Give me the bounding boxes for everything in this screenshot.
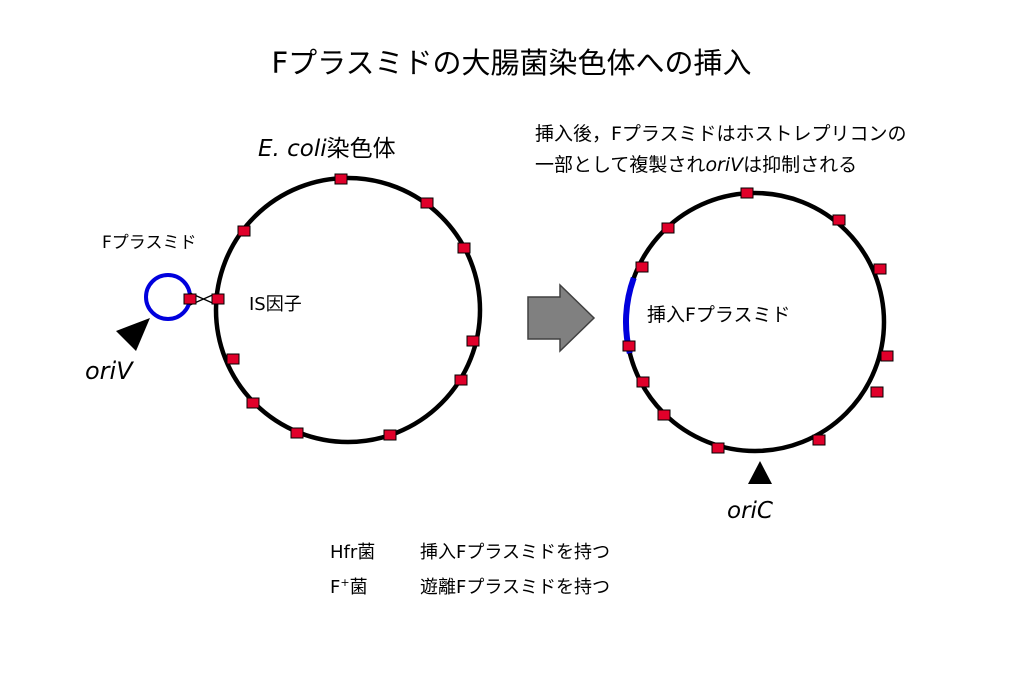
page-title: Fプラスミドの大腸菌染色体への挿入 [271,46,752,80]
is-element-marker [334,173,348,185]
is-element-markers-right [622,187,894,454]
is-element-marker [454,374,468,386]
insertion-note-line2-after: は抑制される [743,154,858,176]
oriV-pointer-icon [116,318,150,351]
is-element-label: IS因子 [249,294,302,315]
is-element-marker [383,429,397,441]
legend-fplus-suffix: 菌 [349,577,368,598]
is-element-marker [740,187,754,199]
is-element-marker [812,434,826,446]
is-element-marker [226,353,240,365]
legend-hfr-desc: 挿入Fプラスミドを持つ [420,542,610,563]
insertion-note-oriV: oriV [705,154,744,176]
is-element-marker [420,197,434,209]
chromosome-label: E. coli染色体 [258,129,396,163]
is-element-marker [457,242,471,254]
is-element-marker [711,442,725,454]
is-element-marker [832,214,846,226]
is-element-marker [466,335,480,347]
is-element-marker [211,293,225,305]
legend-fplus-sup: + [340,576,350,589]
is-element-marker [636,376,650,388]
transition-arrow-icon [527,283,596,353]
oriC-pointer-icon [748,461,772,484]
is-element-marker [657,409,671,421]
legend-hfr-name: Hfr菌 [330,542,376,563]
is-element-markers-left [183,173,480,441]
oriC-label: oriC [727,498,773,524]
legend-fplus-desc: 遊離Fプラスミドを持つ [420,577,610,598]
chromosome-circle-left [213,175,483,445]
insertion-note-line2-before: 一部として複製され [535,154,706,176]
f-plasmid-circle [144,273,192,321]
is-element-marker [622,340,636,352]
legend-fplus-name: F+菌 [330,573,368,599]
is-element-marker [237,225,251,237]
plasmid-is-marker [183,293,197,305]
is-element-marker [870,386,884,398]
is-element-marker [880,350,894,362]
is-element-marker [635,261,649,273]
f-plasmid-label: Fプラスミド [102,233,197,253]
chromosome-label-text: 染色体 [326,136,396,162]
insertion-note-line1: 挿入後，Fプラスミドはホストレプリコンの [535,123,907,145]
is-element-marker [873,263,887,275]
is-element-marker [290,427,304,439]
is-element-marker [661,222,675,234]
chromosome-label-species: E. coli [258,136,327,162]
legend-fplus-base: F [330,577,341,598]
is-element-marker [246,397,260,409]
insertion-note-line2: 一部として複製されoriVは抑制される [535,150,857,177]
inserted-plasmid-label: 挿入Fプラスミド [647,304,791,326]
oriV-label: oriV [85,357,133,385]
